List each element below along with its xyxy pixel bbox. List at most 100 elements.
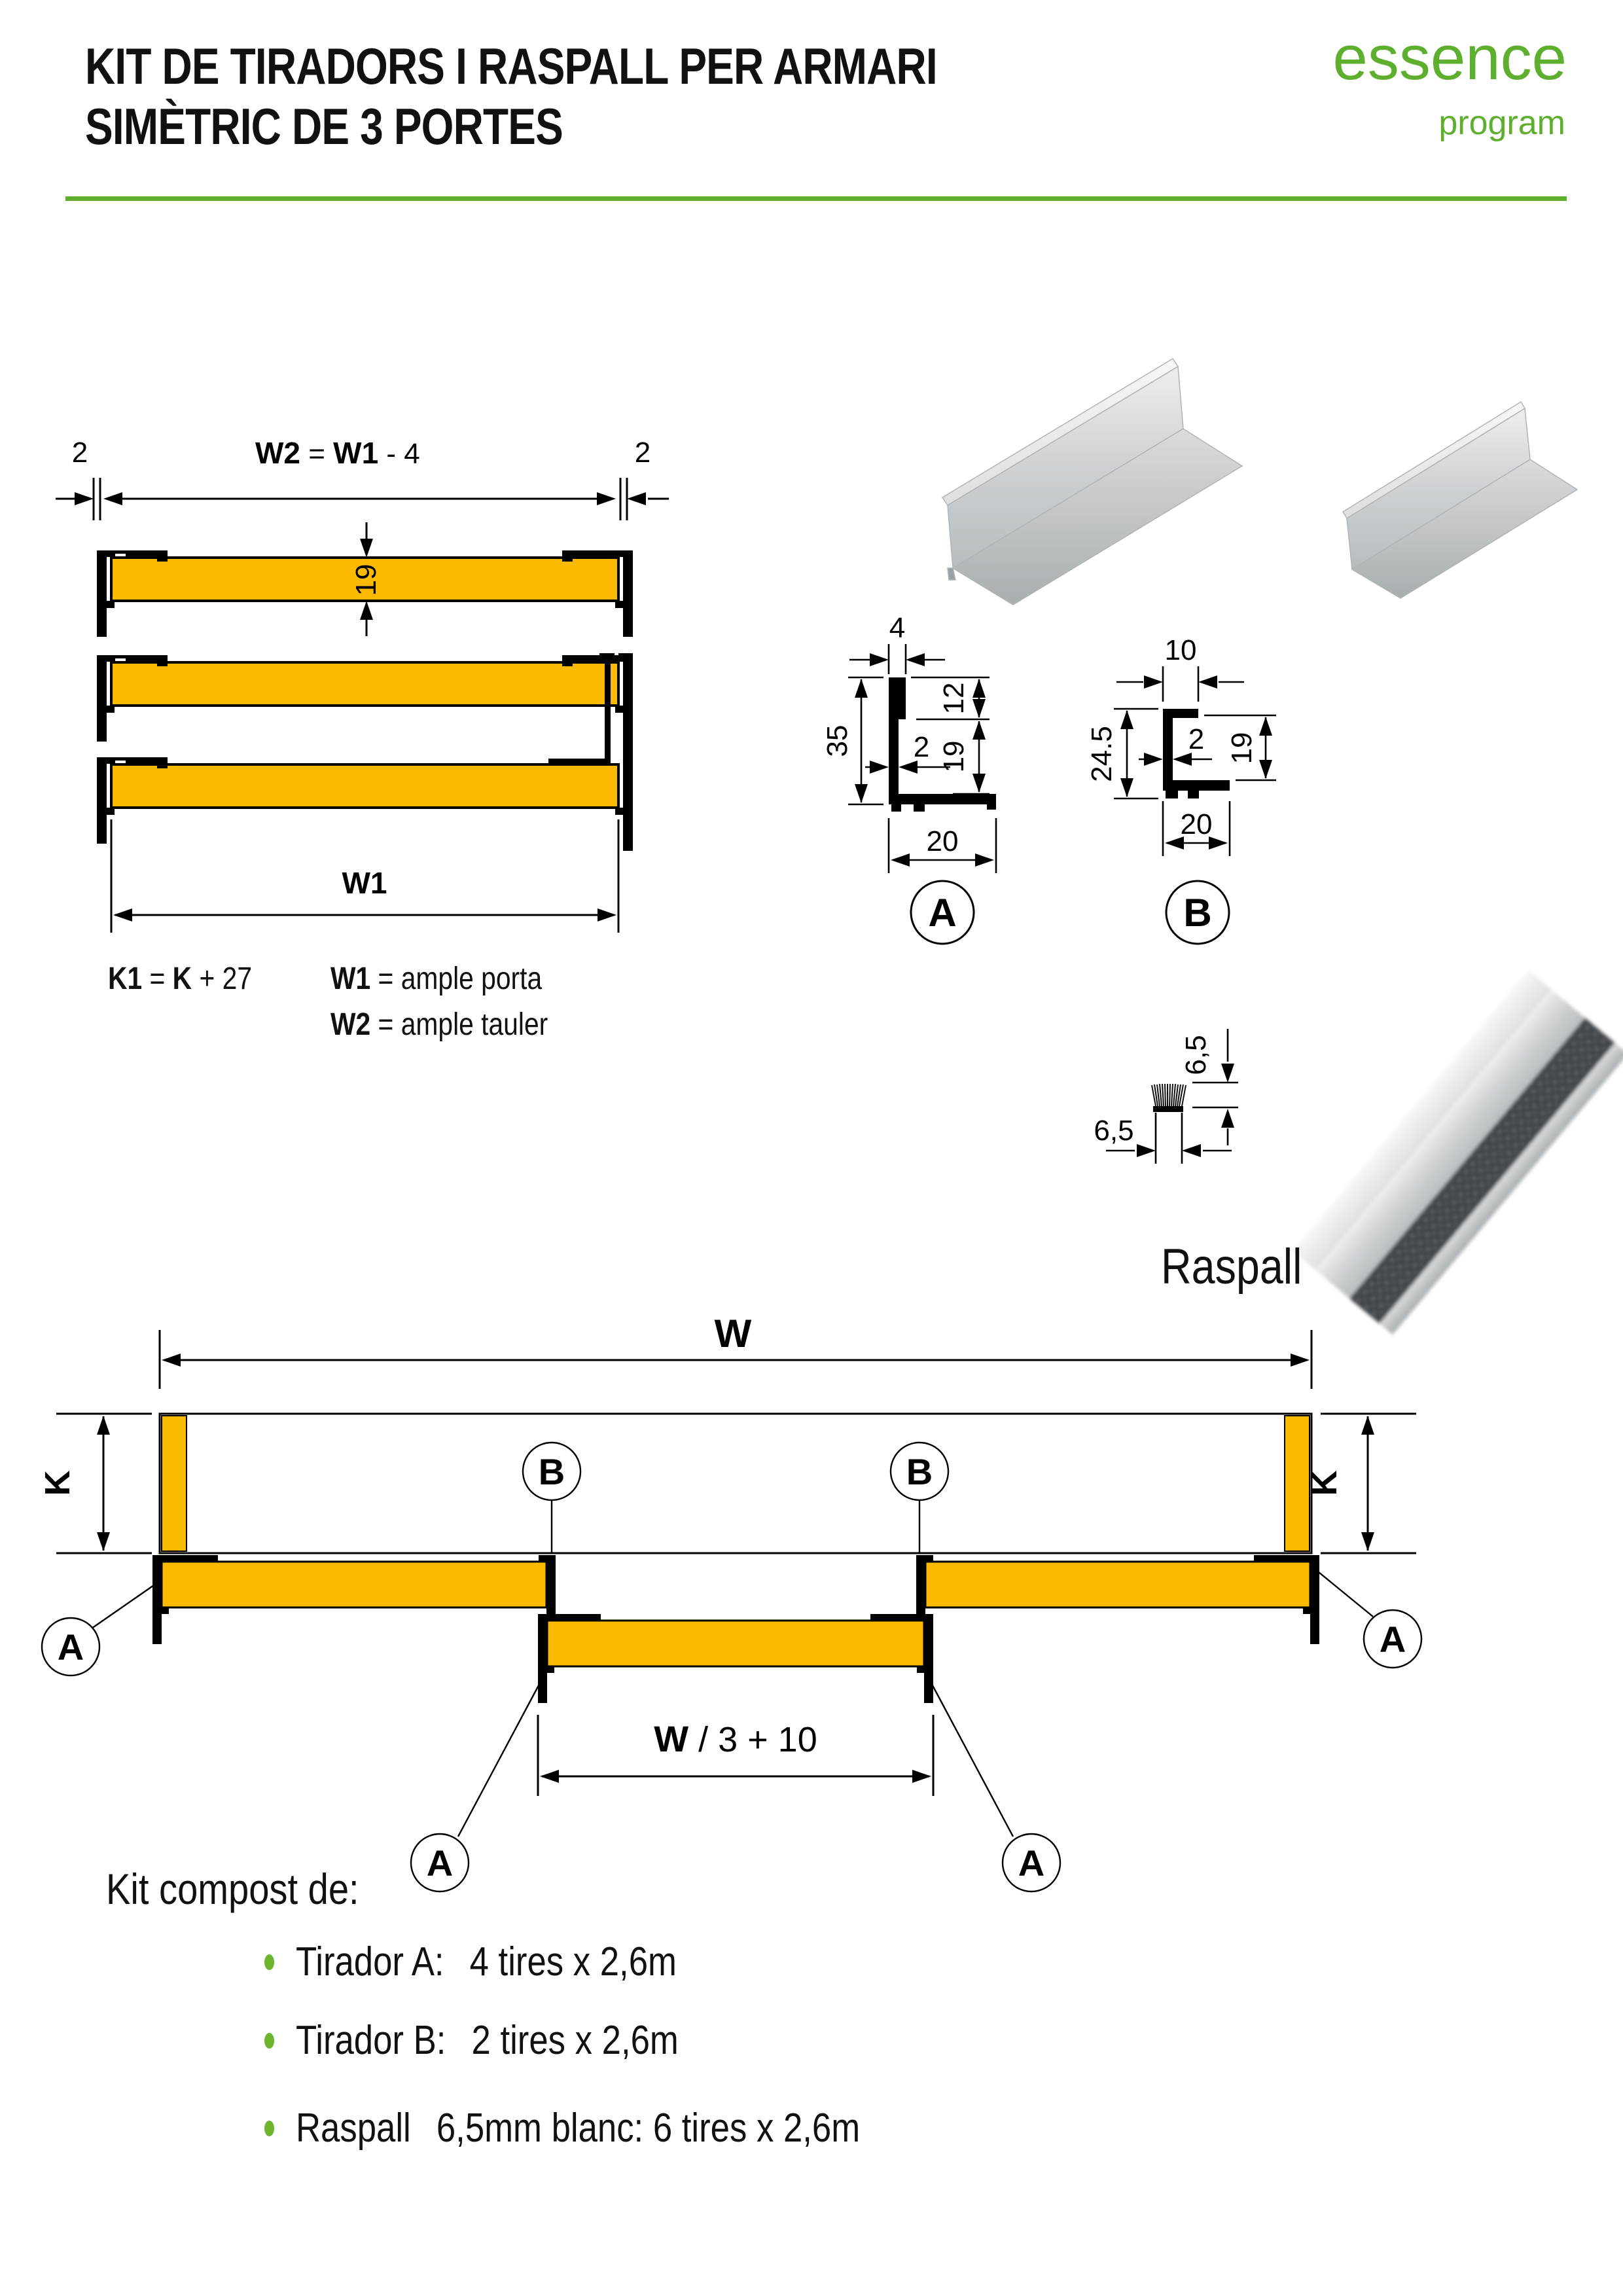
photo-brush-band — [1349, 1017, 1616, 1325]
k-dim-label: K — [1305, 1471, 1344, 1496]
arrowhead — [1259, 760, 1272, 779]
callout-letter: B — [906, 1451, 933, 1492]
handle-profile-upright — [623, 653, 633, 851]
arrowhead — [855, 784, 868, 803]
brush-base — [1153, 1106, 1183, 1112]
kit-heading-text: Kit compost de: — [106, 1865, 359, 1913]
dim-line — [1192, 1029, 1238, 1145]
a-callout-center-left: A — [410, 1676, 544, 1893]
arrowhead — [1120, 778, 1133, 797]
k-dim-label: K — [38, 1471, 77, 1496]
dim-label-2: 2 — [1188, 723, 1204, 755]
dim-label-20: 20 — [927, 825, 959, 857]
a-callout-far-left: A — [41, 1583, 156, 1677]
brand-sublabel: program — [1438, 104, 1565, 142]
profile-hook — [562, 662, 573, 666]
b-callout-left: B — [522, 1441, 582, 1554]
profile-foot — [615, 706, 623, 713]
arrowhead — [360, 539, 373, 558]
arrowhead — [1259, 717, 1272, 736]
brand-logo: essence — [1332, 23, 1567, 93]
profile-b-badge — [1165, 880, 1230, 945]
arrowhead — [1291, 1354, 1310, 1367]
profile-foot — [891, 804, 901, 812]
profile-foot — [162, 1607, 169, 1614]
brush-height-dim: 6,5 — [1180, 1035, 1212, 1075]
kit-item-name: Tirador B: — [296, 2018, 446, 2063]
header-divider — [65, 196, 1567, 201]
profile-cap — [97, 655, 168, 742]
profile-flange — [1254, 1555, 1319, 1562]
profile-flange — [538, 1614, 601, 1621]
dim-line — [158, 1330, 1313, 1389]
dim-line — [56, 478, 669, 520]
k-dimension-right: K — [1305, 1412, 1416, 1554]
profile-b-letter: B — [1183, 891, 1211, 935]
arrowhead — [1361, 1532, 1374, 1551]
handle-profile-top-hook — [599, 653, 615, 659]
photo-strip — [1315, 989, 1586, 1300]
arrowhead — [1144, 753, 1163, 766]
door-panel — [110, 661, 620, 707]
k-dimension-left: K — [38, 1412, 152, 1554]
k1-formula: K1 = K + 27 — [108, 961, 277, 997]
w-dim-label: W — [715, 1312, 752, 1355]
w1-def-text: = ample porta — [370, 961, 543, 996]
kit-item-spec: 2 tires x 2,6m — [471, 2018, 679, 2063]
thickness-dimension: 19 — [350, 522, 382, 636]
callout-circle — [1001, 1833, 1061, 1893]
kit-heading: Kit compost de: — [106, 1864, 404, 1914]
arrowhead — [855, 679, 868, 698]
bullet-icon — [264, 2033, 274, 2049]
arrowhead — [1120, 710, 1133, 729]
photo-strip — [1379, 1043, 1623, 1335]
profile-foot — [107, 706, 115, 713]
cabinet-side-left — [161, 1415, 187, 1552]
arrowhead — [597, 492, 616, 505]
bullet-icon — [264, 1954, 274, 1970]
arrowhead — [972, 774, 986, 793]
arrowhead — [1198, 675, 1217, 689]
callout-letter: A — [1018, 1842, 1044, 1884]
arrowhead — [870, 653, 889, 666]
arrowhead — [972, 699, 986, 718]
door-bars — [97, 550, 633, 851]
arrowhead — [906, 653, 925, 666]
arrowhead — [1221, 1064, 1234, 1083]
arrowhead — [597, 908, 616, 922]
profile-foot — [1166, 791, 1178, 798]
callout-circle — [41, 1617, 101, 1677]
callout-circle — [410, 1833, 470, 1893]
arrowhead — [1144, 675, 1163, 689]
w2-key: W2 — [330, 1007, 371, 1042]
profile-end-lip — [987, 804, 996, 810]
door-left — [160, 1560, 548, 1609]
leader-line — [1315, 1569, 1374, 1617]
photo-flange-face — [952, 428, 1243, 605]
profile-a-letter: A — [928, 891, 956, 935]
a-callout-far-right: A — [1315, 1569, 1423, 1669]
profile-a-cap — [538, 1614, 547, 1703]
profile-b-cap — [546, 1555, 556, 1621]
arrowhead — [1137, 1144, 1156, 1157]
a-callout-center-right: A — [927, 1676, 1061, 1893]
dim-label-19: 19 — [1226, 732, 1258, 764]
photo-base-lip — [947, 567, 956, 581]
door-right — [924, 1560, 1311, 1609]
w2-def-text: = ample tauler — [370, 1007, 548, 1042]
profile-flange — [1163, 780, 1230, 791]
k1-eq: = — [142, 961, 173, 996]
profile-web — [1163, 709, 1173, 791]
dim-line — [110, 819, 620, 933]
center-door — [538, 1614, 933, 1703]
dim-line — [1106, 1113, 1232, 1164]
side-doors — [152, 1555, 1319, 1644]
kit-item-name: Tirador A: — [296, 1939, 444, 1984]
arrowhead — [1182, 1144, 1201, 1157]
profile-hook — [157, 557, 168, 562]
w1-dimension: W1 — [110, 819, 620, 933]
brush-cross-section — [1151, 1083, 1186, 1112]
arrowhead — [360, 601, 373, 620]
dim-line — [1114, 708, 1158, 800]
